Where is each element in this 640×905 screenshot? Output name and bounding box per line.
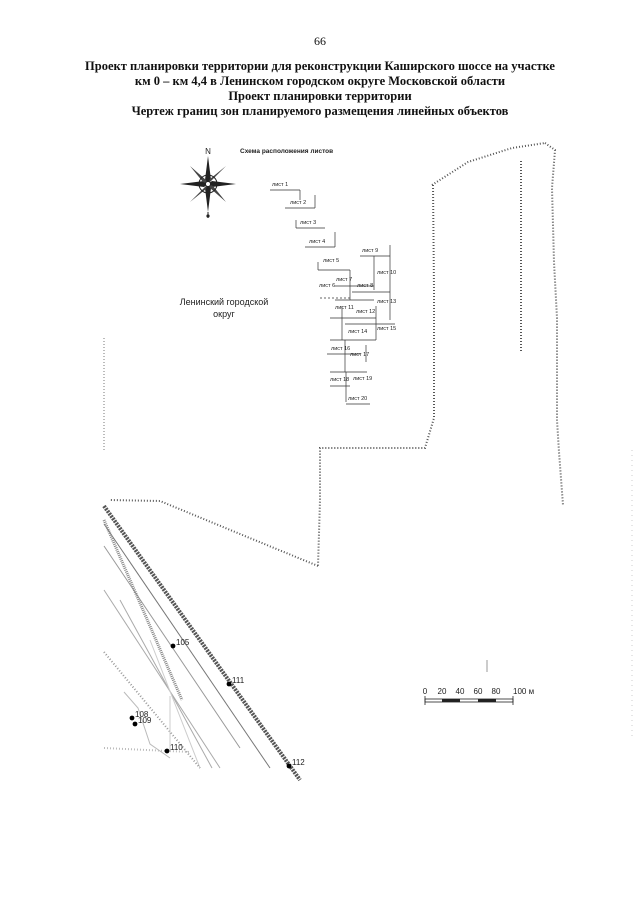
boundary-point-marker (132, 721, 138, 727)
sheet-label: лист 7 (336, 277, 352, 283)
district-label-line-2: округ (213, 309, 235, 319)
sheet-label: лист 3 (300, 220, 316, 226)
boundary-point-label: 105 (176, 638, 190, 647)
boundary-point-label: 108 (135, 710, 149, 719)
sheet-label: лист 1 (272, 182, 288, 188)
boundary-point-label: 111 (232, 676, 245, 685)
header-line-3: Проект планировки территории (228, 89, 412, 103)
sheet-label: лист 17 (350, 352, 369, 358)
page-number: 66 (314, 34, 326, 48)
sheet-label: лист 8 (357, 283, 373, 289)
sheet-label: лист 15 (377, 326, 396, 332)
boundary-point-label: 110 (170, 743, 183, 752)
sheet-label: лист 2 (290, 200, 306, 206)
district-label-line-1: Ленинский городской (180, 297, 269, 307)
header-line-2: км 0 – км 4,4 в Ленинском городском окру… (134, 74, 506, 88)
boundary-point-marker (129, 715, 135, 721)
sheet-label: лист 19 (353, 376, 372, 382)
boundary-point-label: 112 (292, 758, 305, 767)
scale-tick-label: 40 (456, 687, 465, 696)
scale-tick-label: 100 м (513, 687, 534, 696)
sheet-label: лист 11 (335, 305, 354, 311)
sheet-label: лист 18 (330, 377, 349, 383)
sheet-label: лист 20 (348, 396, 367, 402)
sheet-label: лист 12 (356, 309, 375, 315)
scale-bar-graphic (424, 696, 514, 705)
drawing-header: Проект планировки территории для реконст… (60, 59, 580, 119)
compass-north-label: N (205, 147, 211, 156)
scale-tick-label: 20 (438, 687, 447, 696)
header-line-4: Чертеж границ зон планируемого размещени… (131, 104, 509, 118)
boundary-point-marker (164, 748, 170, 754)
scale-bar: 0 20 40 60 80 100 м (423, 687, 534, 705)
scale-tick-label: 0 (423, 687, 428, 696)
boundary-point-label: 109 (138, 716, 152, 725)
compass-rose: N (180, 147, 236, 218)
sheet-label: лист 14 (348, 329, 367, 335)
header-line-1: Проект планировки территории для реконст… (85, 59, 555, 73)
sheet-scheme (270, 189, 395, 405)
sheet-label: лист 9 (362, 248, 378, 254)
sheet-label: лист 10 (377, 270, 396, 276)
boundary-point-marker (286, 763, 292, 769)
scale-tick-labels: 0 20 40 60 80 100 м (423, 687, 534, 696)
sheet-label: лист 16 (331, 346, 350, 352)
highway-corridor (102, 504, 488, 782)
scale-tick-label: 60 (474, 687, 483, 696)
sheet-label: лист 13 (377, 299, 396, 305)
boundary-point-marker (170, 643, 176, 649)
compass-star-icon (180, 156, 236, 218)
sheet-label: лист 6 (319, 283, 335, 289)
territory-boundary (109, 142, 564, 567)
scheme-title: Схема расположения листов (240, 148, 333, 155)
sheet-label: лист 4 (309, 239, 325, 245)
sheet-label: лист 5 (323, 258, 339, 264)
boundary-point-marker (226, 681, 232, 687)
scale-tick-label: 80 (492, 687, 501, 696)
